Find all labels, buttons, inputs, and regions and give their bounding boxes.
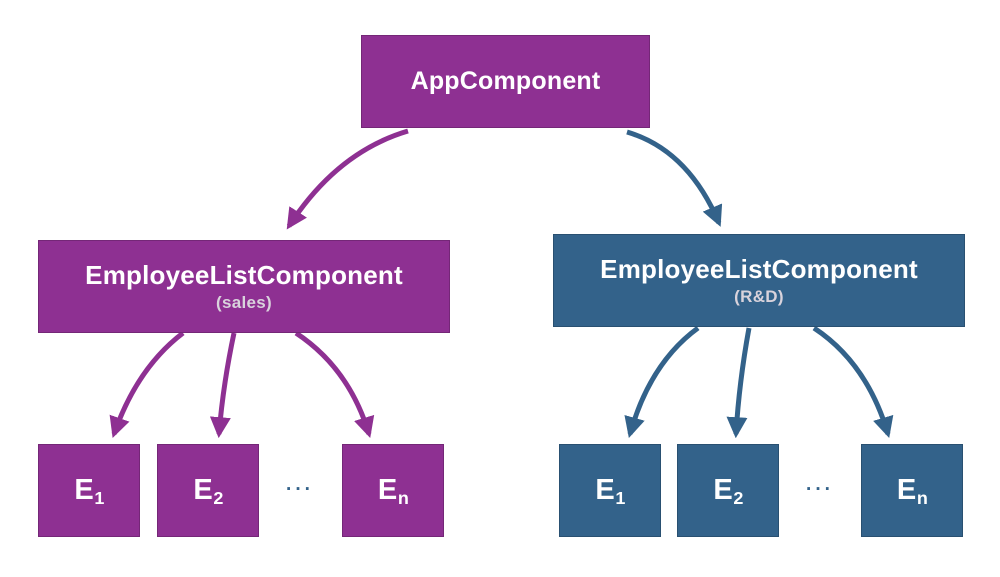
leaf-subscript: 1: [94, 488, 105, 509]
leaf-label: E2: [193, 474, 224, 509]
leaf-base: E: [713, 474, 733, 506]
leaf-base: E: [896, 474, 917, 506]
node-sales-label: EmployeeListComponent: [85, 260, 403, 290]
node-rnd-label: EmployeeListComponent: [600, 254, 918, 284]
arrow-rnd-to-e2: [726, 327, 752, 439]
node-rnd-employee-n: En: [861, 444, 963, 537]
node-employee-list-sales: EmployeeListComponent (sales): [38, 240, 450, 333]
leaf-label: En: [377, 474, 409, 509]
arrow-rnd-to-en: [812, 325, 894, 439]
leaf-subscript: n: [397, 488, 409, 509]
leaf-base: E: [74, 474, 94, 506]
arrow-sales-to-e2: [209, 332, 237, 439]
node-sales-sublabel: (sales): [216, 293, 272, 312]
node-sales-employee-1: E1: [38, 444, 140, 537]
node-rnd-sublabel: (R&D): [734, 287, 784, 306]
leaf-label: E2: [713, 474, 744, 509]
leaf-subscript: 2: [213, 488, 224, 509]
leaf-subscript: 1: [615, 488, 626, 509]
leaf-label: E1: [74, 474, 105, 509]
node-sales-employee-n: En: [342, 444, 444, 537]
leaf-base: E: [595, 474, 615, 506]
leaf-label: En: [896, 474, 928, 509]
arrow-app-to-sales-list: [286, 128, 409, 230]
node-sales-employee-2: E2: [157, 444, 259, 537]
node-employee-list-rnd: EmployeeListComponent (R&D): [553, 234, 965, 327]
leaf-base: E: [193, 474, 213, 506]
leaf-subscript: n: [916, 488, 928, 509]
arrow-sales-to-en: [294, 330, 375, 439]
arrow-sales-to-e1: [109, 331, 185, 438]
ellipsis-rnd: ···: [806, 479, 834, 500]
leaf-base: E: [377, 474, 398, 506]
ellipsis-sales: ···: [286, 479, 314, 500]
node-app-label: AppComponent: [410, 67, 601, 95]
arrow-app-to-rnd-list: [626, 129, 723, 227]
leaf-label: E1: [595, 474, 626, 509]
arrow-rnd-to-e1: [624, 325, 700, 439]
node-rnd-employee-2: E2: [677, 444, 779, 537]
leaf-subscript: 2: [733, 488, 744, 509]
node-app-component: AppComponent: [361, 35, 650, 128]
node-rnd-employee-1: E1: [559, 444, 661, 537]
